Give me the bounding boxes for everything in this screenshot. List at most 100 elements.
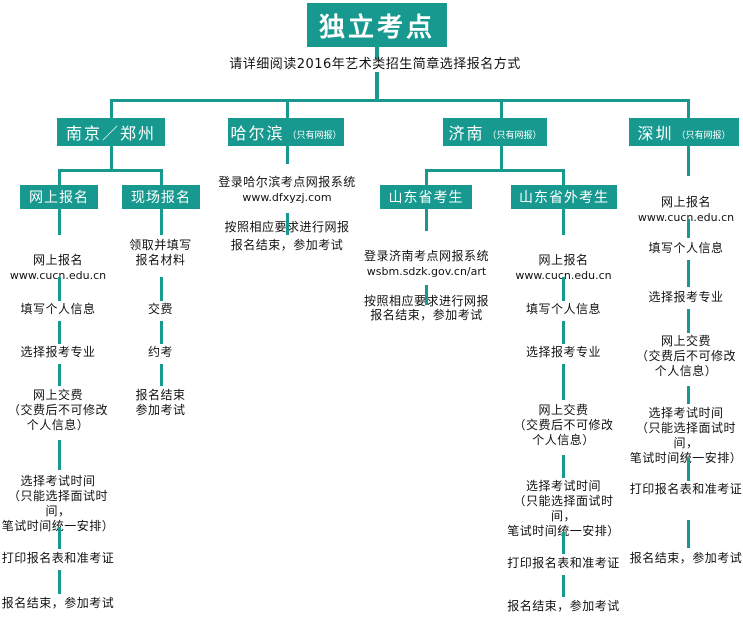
step-node-c1-0: 网上报名 www.cucn.edu.cn [0,238,116,298]
connector-c1-s0 [58,209,61,235]
branch-box-shenzhen[interactable]: 深圳（只有网报） [629,118,739,146]
connector-jinan-stem [500,146,503,170]
step-node-j2-1: 填写个人信息 [525,302,601,316]
step-url: www.cucn.edu.cn [9,269,107,282]
branch-note-jinan: （只有网报） [487,130,542,141]
connector-c2-s0 [160,209,163,235]
connector-sz-s2 [687,260,690,287]
step-box-shandong-local-header[interactable]: 山东省考生 [380,185,472,209]
step-node-j2-6: 报名结束，参加考试 [507,599,620,613]
connector-j2-s3 [562,364,565,400]
step-text: 网上报名 [32,253,83,267]
step-node-j2-3: 网上交费 （交费后不可修改 个人信息） [513,403,614,447]
chart-title-box: 独立考点 [307,3,447,47]
connector-sz-s4 [687,386,690,404]
connector-jinan-to-local [425,169,428,185]
connector-j2-s5 [562,532,565,554]
step-node-c2-3: 报名结束 参加考试 [135,388,186,417]
step-node-j2-2: 选择报考专业 [525,345,601,359]
chart-subtitle: 请详细阅读2016年艺术类招生简章选择报名方式 [229,57,521,72]
connector-c1-s2 [58,321,61,344]
step-url: www.dfxyzj.com [242,191,332,204]
step-text: 网上报名 [660,195,711,209]
step-node-j1-1: 报名结束，参加考试 [370,308,483,322]
step-node-c1-4: 选择考试时间 （只能选择面试时间， 笔试时间统一安排） [1,474,115,533]
connector-harbin-s1 [286,213,289,235]
step-label: 山东省外考生 [519,190,609,206]
step-node-sz-4: 选择考试时间 （只能选择面试时间， 笔试时间统一安排） [629,406,743,465]
step-node-j2-5: 打印报名表和准考证 [507,556,620,570]
connector-c1-s5 [58,527,61,549]
step-box-nanjing-online-header[interactable]: 网上报名 [20,185,98,209]
connector-nanjing-to-online [58,169,61,185]
step-text: 网上报名 [538,253,589,267]
step-node-c1-2: 选择报考专业 [20,345,96,359]
step-node-j2-0: 网上报名 www.cucn.edu.cn [505,238,622,298]
connector-j2-s1 [562,277,565,301]
connector-jinan-to-outside [562,169,565,185]
step-node-harbin-1: 报名结束，参加考试 [230,238,344,252]
connector-c1-s1 [58,277,61,301]
connector-harbin-stem [286,146,289,164]
step-node-sz-5: 打印报名表和准考证 [629,482,743,496]
step-url: www.cucn.edu.cn [515,269,612,282]
branch-note-shenzhen: （只有网报） [676,130,731,141]
step-node-c2-2: 约考 [147,345,173,359]
branch-label-harbin: 哈尔滨 [230,124,285,143]
connector-j2-s6 [562,575,565,597]
step-label: 网上报名 [29,190,89,206]
connector-bus-to-nanjing [110,99,113,119]
branch-label-jinan: 济南 [448,124,485,143]
connector-j1-s1 [425,285,428,305]
connector-subtitle-to-trunk [375,72,379,100]
step-node-c1-1: 填写个人信息 [20,302,96,316]
step-box-nanjing-onsite-header[interactable]: 现场报名 [122,185,200,209]
step-node-c1-6: 报名结束，参加考试 [1,596,115,610]
branch-label-nanjing-zhengzhou: 南京／郑州 [65,124,156,143]
chart-title-text: 独立考点 [318,12,435,43]
connector-shenzhen-stem [687,146,690,176]
branch-box-harbin[interactable]: 哈尔滨（只有网报） [228,118,344,146]
connector-c1-s3 [58,364,61,386]
branch-note-harbin: （只有网报） [287,130,342,141]
step-node-sz-0: 网上报名 www.cucn.edu.cn [629,180,743,240]
connector-c1-s6 [58,570,61,594]
connector-sz-s6 [687,520,690,548]
connector-j2-s4 [562,455,565,478]
step-box-shandong-outside-header[interactable]: 山东省外考生 [511,185,617,209]
branch-box-nanjing-zhengzhou[interactable]: 南京／郑州 [57,118,165,146]
connector-main-bus [110,99,690,102]
connector-jinan-split-bus [425,169,565,172]
step-node-j2-4: 选择考试时间 （只能选择面试时间， 笔试时间统一安排） [507,479,620,538]
connector-c1-s4 [58,440,61,470]
step-node-c1-5: 打印报名表和准考证 [1,551,115,565]
connector-sz-s3 [687,309,690,333]
step-text: 登录哈尔滨考点网报系统 [218,175,356,189]
step-node-sz-6: 报名结束，参加考试 [629,551,743,565]
step-node-harbin-0: 登录哈尔滨考点网报系统 www.dfxyzj.com 按照相应要求进行网报 [213,160,361,235]
step-label: 现场报名 [131,190,191,206]
connector-sz-s5 [687,458,690,481]
connector-bus-to-shenzhen [687,99,690,119]
connector-nanjing-stem [110,146,113,170]
step-node-c2-0: 领取并填写 报名材料 [129,238,192,267]
step-node-sz-3: 网上交费 （交费后不可修改 个人信息） [635,334,736,378]
step-url: wsbm.sdzk.gov.cn/art [366,265,487,278]
branch-label-shenzhen: 深圳 [637,124,674,143]
connector-nanjing-split-bus [58,169,163,172]
connector-j1-s0 [425,209,428,231]
step-node-sz-2: 选择报考专业 [648,290,724,304]
step-label: 山东省考生 [388,190,464,206]
step-text: 登录济南考点网报系统 [363,249,489,263]
connector-c2-s2 [160,321,163,344]
connector-j2-s0 [562,209,565,235]
connector-nanjing-to-onsite [160,169,163,185]
connector-c2-s3 [160,364,163,386]
connector-bus-to-jinan [500,99,503,119]
connector-c2-s1 [160,277,163,301]
connector-bus-to-harbin [286,99,289,119]
branch-box-jinan[interactable]: 济南（只有网报） [443,118,547,146]
step-url: www.cucn.edu.cn [637,211,735,224]
step-node-sz-1: 填写个人信息 [648,241,724,255]
